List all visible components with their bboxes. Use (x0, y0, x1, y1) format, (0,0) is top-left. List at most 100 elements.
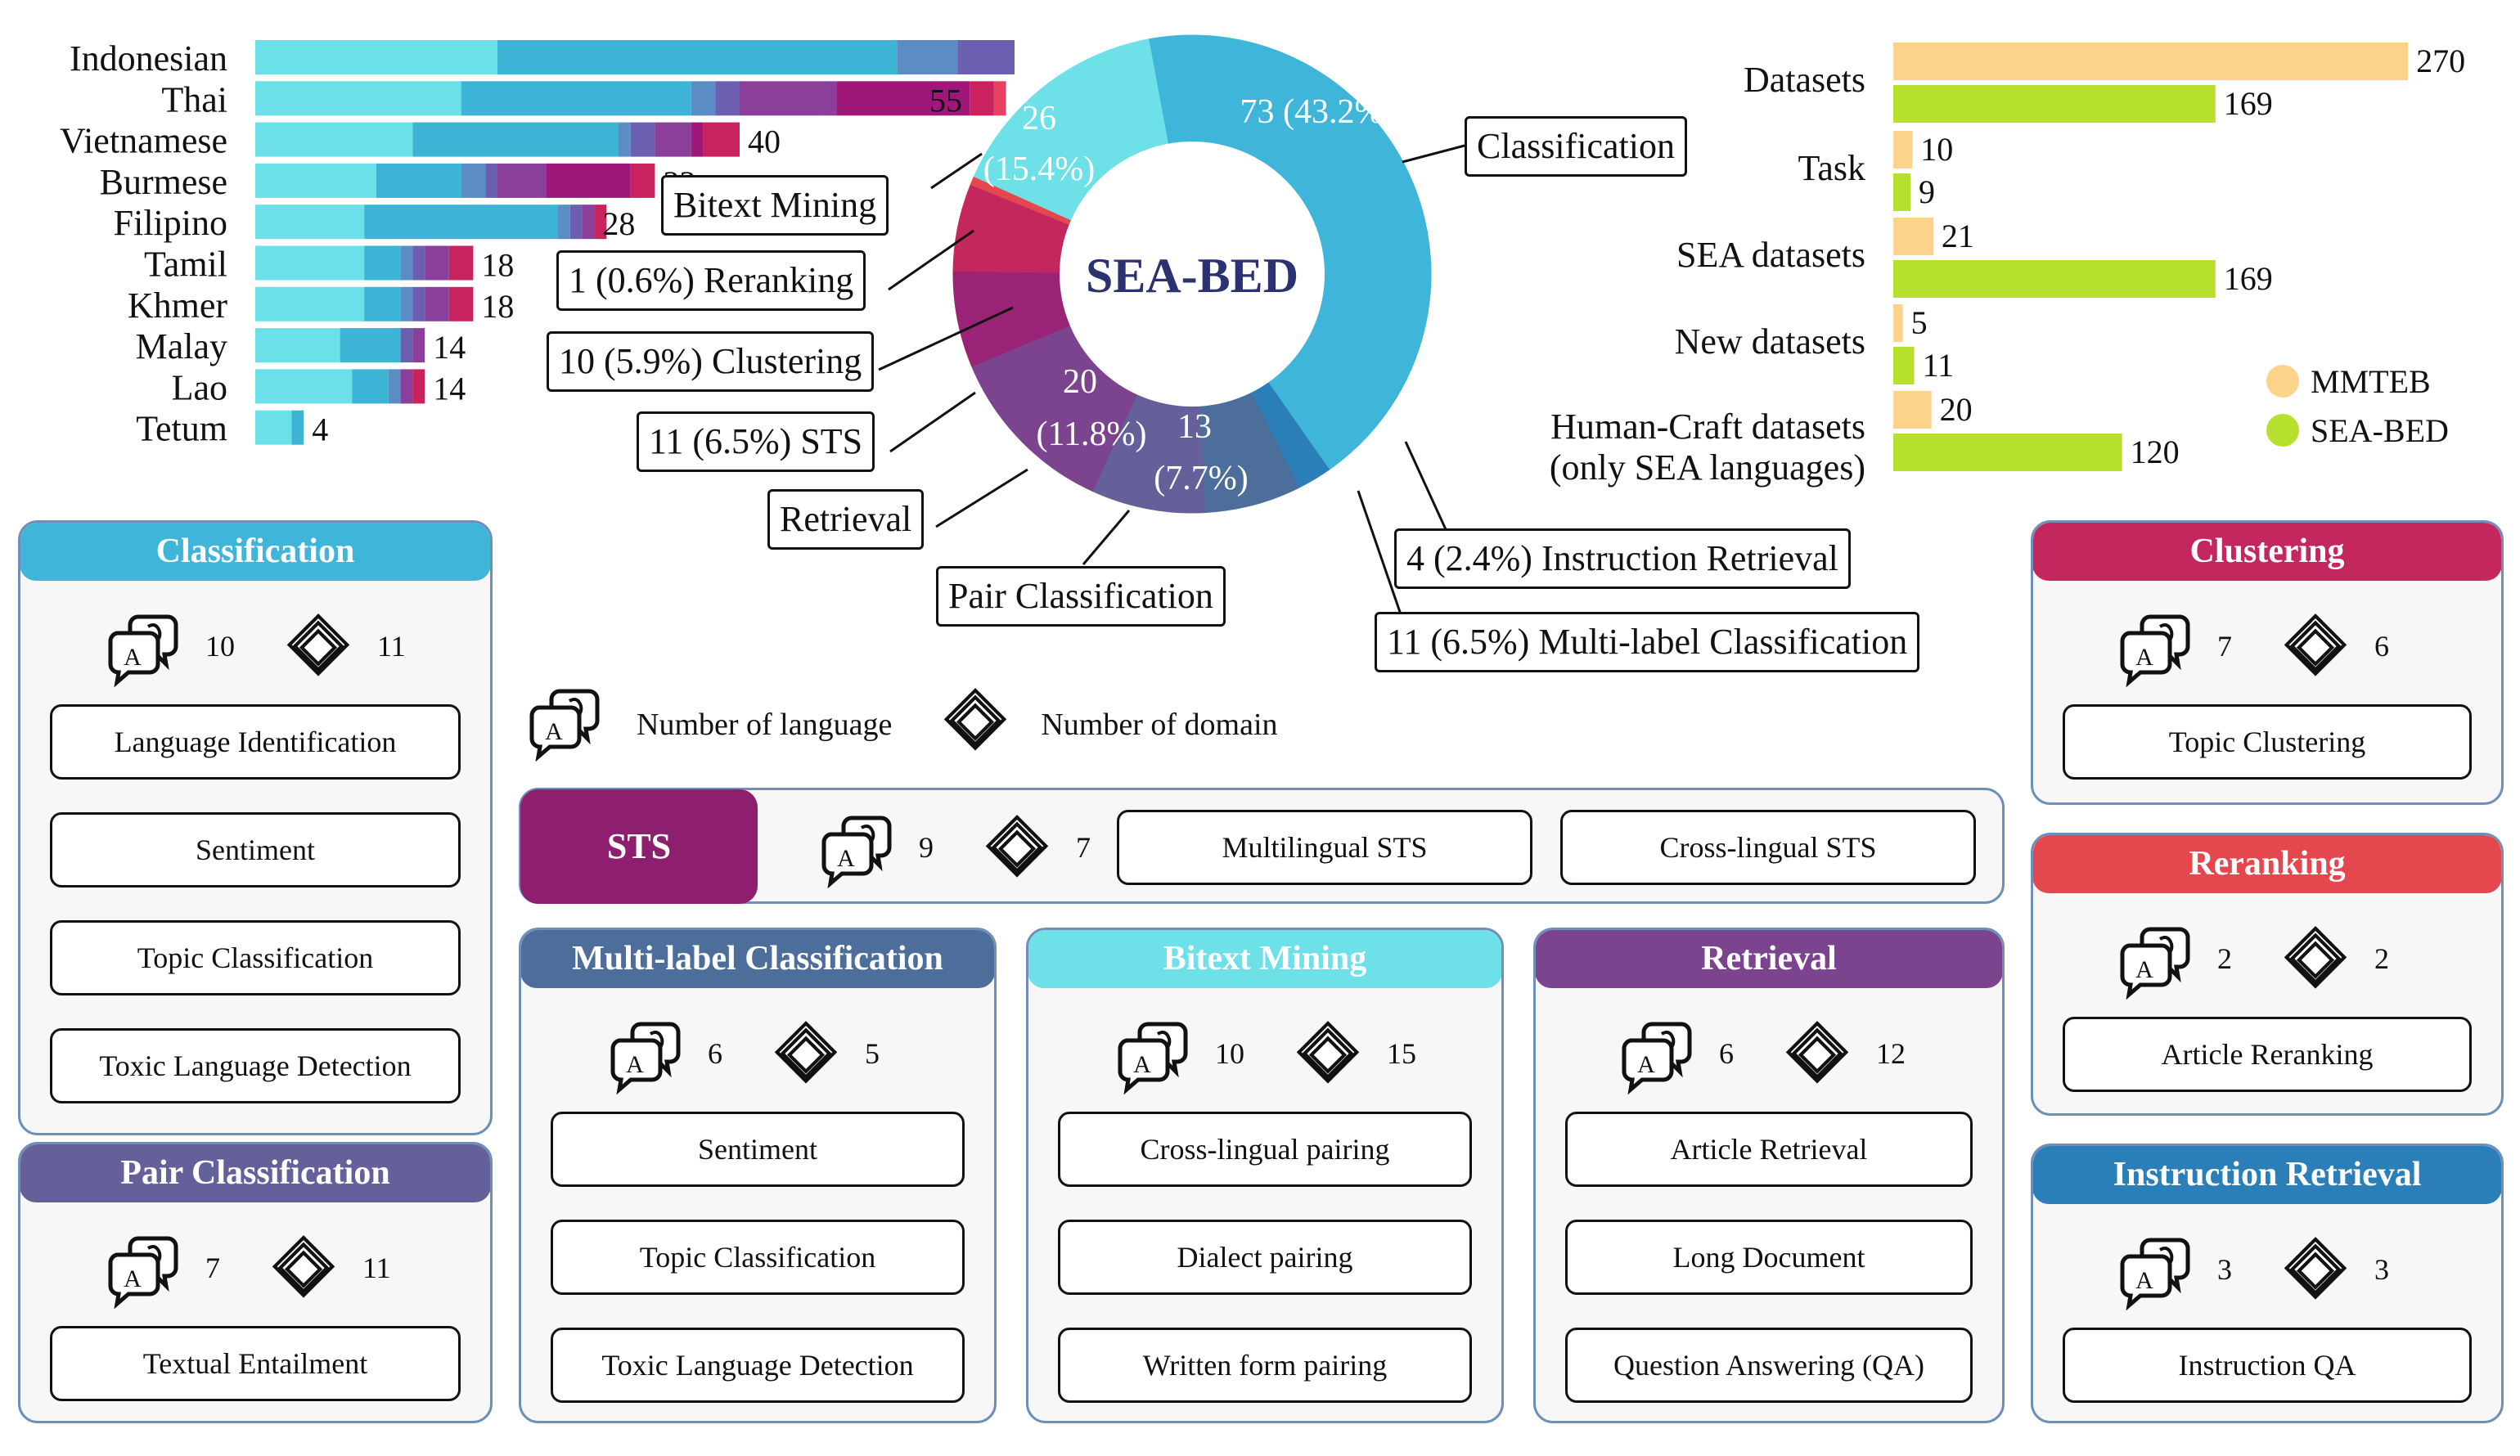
cmp-legend-marker (2266, 414, 2299, 447)
lang-bar-segment (461, 81, 691, 116)
card-clustering-langs: 7 (2217, 630, 2232, 663)
lang-bar-segment (448, 245, 474, 281)
lang-tick-label: Filipino (114, 203, 227, 243)
lang-tick-label: Burmese (100, 162, 227, 202)
lang-bar-segment (400, 369, 413, 404)
card-classification-domains: 11 (377, 630, 406, 663)
card-pair-title: Pair Classification (20, 1144, 490, 1202)
card-clustering-domains: 6 (2374, 630, 2389, 663)
cmp-legend-label: SEA-BED (2311, 412, 2449, 449)
lang-bar-segment (255, 245, 365, 281)
svg-text:A: A (837, 845, 855, 872)
lang-bar-segment (364, 204, 558, 240)
lang-tick-label: Tetum (136, 409, 227, 449)
lang-value-label: 14 (433, 370, 466, 407)
card-instruction-langs: 3 (2217, 1253, 2232, 1286)
cmp-value-label: 10 (1920, 131, 1953, 168)
legend-language-text: Number of language (637, 708, 893, 742)
donut-leader-line (888, 229, 974, 291)
cmp-bar (1893, 260, 2216, 298)
lang-bar-segment (448, 286, 474, 321)
card-sts: STS A 9 7 Multilingual STS Cross-lingual… (519, 788, 2005, 904)
donut-label-clustering: 10 (5.9%) Clustering (547, 331, 875, 392)
card-pair-langs: 7 (205, 1252, 220, 1284)
lang-tick-label: Thai (161, 79, 227, 119)
cmp-value-label: 270 (2416, 43, 2465, 79)
cmp-bar (1893, 131, 1913, 169)
lang-value-label: 28 (602, 205, 635, 242)
domain-icon (983, 813, 1051, 882)
domain-icon (2281, 924, 2350, 993)
svg-text:A: A (124, 644, 142, 671)
card-retrieval-domains: 12 (1876, 1037, 1906, 1070)
lang-bar-segment (255, 204, 365, 240)
card-retrieval-item: Article Retrieval (1565, 1112, 1973, 1187)
lang-bar-segment (412, 245, 425, 281)
cmp-legend-label: MMTEB (2311, 363, 2431, 400)
card-bitext-title: Bitext Mining (1028, 930, 1501, 988)
language-icon: A (816, 807, 898, 888)
language-icon: A (524, 680, 605, 770)
language-icon: A (1616, 1013, 1698, 1094)
svg-text:A: A (1133, 1051, 1151, 1078)
language-distribution-chart: Indonesian70Thai55Vietnamese40Burmese33F… (60, 38, 1015, 449)
card-bitext-item: Written form pairing (1058, 1328, 1472, 1403)
lang-value-label: 18 (481, 288, 514, 325)
lang-bar-segment (691, 122, 704, 157)
cmp-bar (1893, 391, 1932, 429)
card-multilabel-title: Multi-label Classification (521, 930, 994, 988)
card-classification-item: Sentiment (50, 812, 461, 888)
card-retrieval-item: Long Document (1565, 1220, 1973, 1295)
lang-bar-segment (400, 245, 413, 281)
card-multilabel-item: Topic Classification (551, 1220, 965, 1295)
domain-icon (772, 1019, 840, 1088)
cmp-value-label: 5 (1911, 304, 1928, 341)
cmp-value-label: 21 (1942, 218, 1974, 254)
lang-bar-segment (412, 286, 425, 321)
lang-bar-segment (425, 286, 449, 321)
svg-text:A: A (2135, 644, 2153, 671)
lang-bar-segment (569, 204, 583, 240)
language-icon: A (605, 1013, 686, 1094)
cmp-value-label: 9 (1919, 173, 1935, 210)
lang-bar-segment (364, 245, 401, 281)
card-clustering-title: Clustering (2033, 523, 2501, 581)
donut-label-bitext: Bitext Mining (661, 175, 889, 236)
donut-leader-line (1082, 510, 1131, 565)
legend-domain-text: Number of domain (1041, 708, 1278, 742)
svg-text:A: A (545, 718, 563, 745)
lang-bar-segment (970, 81, 994, 116)
domain-icon (284, 612, 353, 681)
card-classification-title: Classification (20, 523, 490, 581)
language-icon: A (2114, 918, 2196, 1000)
lang-bar-segment (412, 328, 425, 363)
cmp-value-label: 11 (1923, 347, 1955, 384)
icon-legend: A Number of language Number of domain (524, 684, 1327, 766)
card-pair-item: Textual Entailment (50, 1326, 461, 1401)
card-sts-item: Multilingual STS (1117, 810, 1532, 885)
domain-icon (1783, 1019, 1852, 1088)
lang-bar-segment (715, 81, 740, 116)
cmp-bar (1893, 43, 2409, 80)
domain-icon (2281, 1235, 2350, 1304)
lang-bar-segment (703, 122, 740, 157)
lang-value-label: 55 (929, 82, 962, 119)
cmp-bar (1893, 304, 1903, 342)
card-multilabel-domains: 5 (865, 1037, 880, 1070)
language-icon: A (1112, 1013, 1194, 1094)
card-classification-item: Toxic Language Detection (50, 1028, 461, 1103)
donut-label-pair: Pair Classification (936, 566, 1226, 627)
lang-value-label: 14 (433, 329, 466, 366)
donut-inner-label: 26 (1022, 100, 1056, 137)
cmp-bar (1893, 173, 1910, 211)
